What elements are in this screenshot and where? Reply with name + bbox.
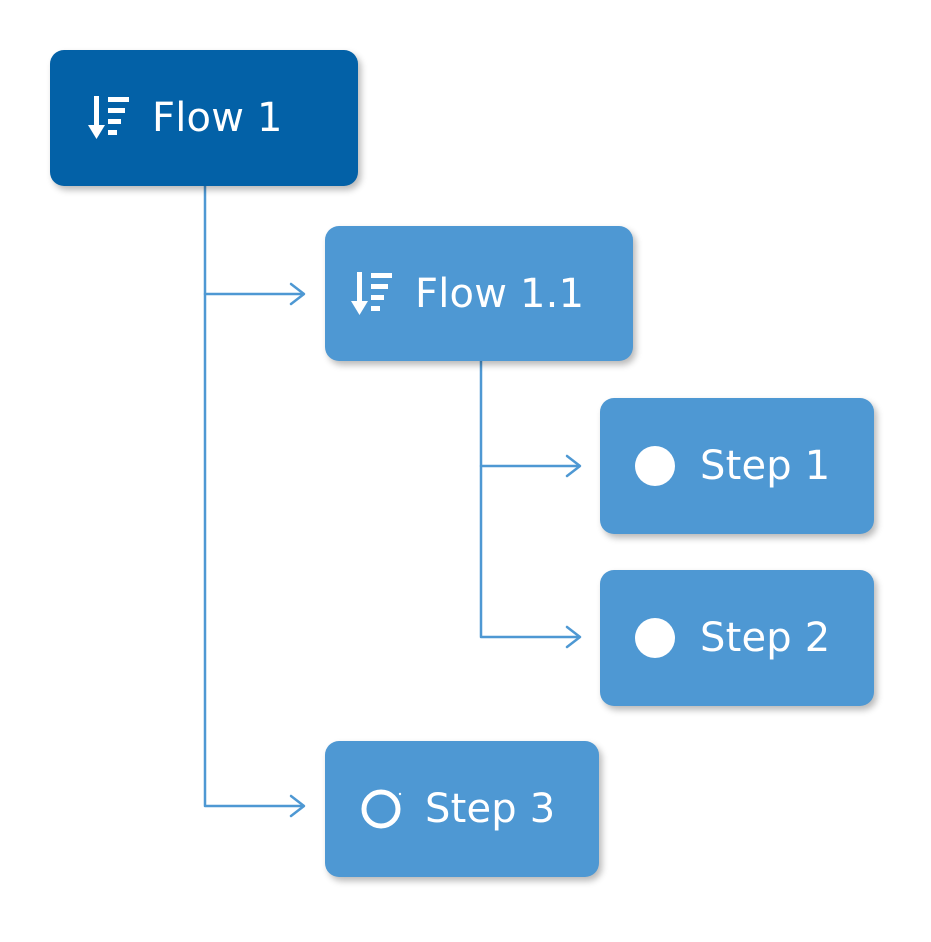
open-circle-icon — [359, 785, 407, 833]
sort-descending-icon — [88, 93, 134, 143]
flow-1-node[interactable]: Flow 1 — [50, 50, 358, 186]
step-2-node[interactable]: Step 2 — [600, 570, 874, 706]
arrow-head-step-2 — [565, 625, 582, 649]
flow-1-label: Flow 1 — [152, 95, 283, 141]
filled-circle-icon — [634, 617, 676, 659]
sort-descending-icon — [351, 269, 397, 319]
flow-1-1-label: Flow 1.1 — [415, 270, 585, 317]
step-3-node[interactable]: Step 3 — [325, 741, 599, 877]
filled-circle-icon — [634, 445, 676, 487]
flow-1-1-node[interactable]: Flow 1.1 — [325, 226, 633, 361]
connector-flow-1-trunk — [203, 184, 304, 808]
step-1-label: Step 1 — [700, 443, 831, 489]
step-3-label: Step 3 — [425, 786, 556, 832]
connector-flow-1-1-trunk — [479, 359, 579, 639]
arrow-head-step-1 — [565, 454, 582, 478]
step-1-node[interactable]: Step 1 — [600, 398, 874, 534]
arrow-head-flow-1-1 — [289, 282, 306, 306]
step-2-label: Step 2 — [700, 615, 831, 661]
arrow-head-step-3 — [289, 794, 306, 818]
